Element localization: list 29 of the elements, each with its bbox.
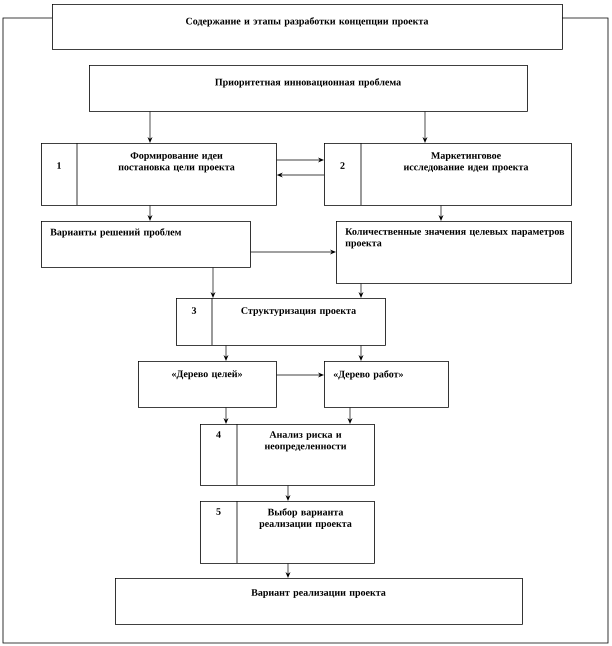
process-box [115,578,523,625]
box-label: Формирование идеи постановка цели проекта [118,152,235,172]
box-label: «Дерево целей» [172,370,242,380]
step-number: 2 [340,162,345,169]
process-box [336,221,572,284]
process-box [89,65,528,112]
process-box [324,142,572,206]
step-number: 1 [57,162,61,169]
box-label: Количественные значения целевых параметров проекта [345,228,564,248]
box-label: Варианты решений проблем [50,228,182,238]
process-box [52,4,563,50]
process-box [324,361,449,408]
box-label: Структуризация проекта [241,307,356,316]
box-label: Содержание и этапы разработки концепции проекта [186,17,428,26]
step-number: 5 [216,508,221,515]
box-label: Маркетинговое исследование идеи проекта [404,152,528,172]
box-label: Вариант реализации проекта [251,589,386,598]
process-box [200,424,375,486]
process-box [176,298,386,346]
box-label: Выбор варианта реализации проекта [259,508,352,529]
process-box [138,361,277,408]
process-box [200,500,375,564]
process-box [41,142,277,206]
box-label: Приоритетная инновационная проблема [215,78,401,88]
process-box [41,221,251,268]
step-number: 4 [216,431,221,438]
box-label: «Дерево работ» [334,370,403,380]
box-label: Анализ риска и неопределенности [264,431,346,452]
step-number: 3 [192,307,196,314]
